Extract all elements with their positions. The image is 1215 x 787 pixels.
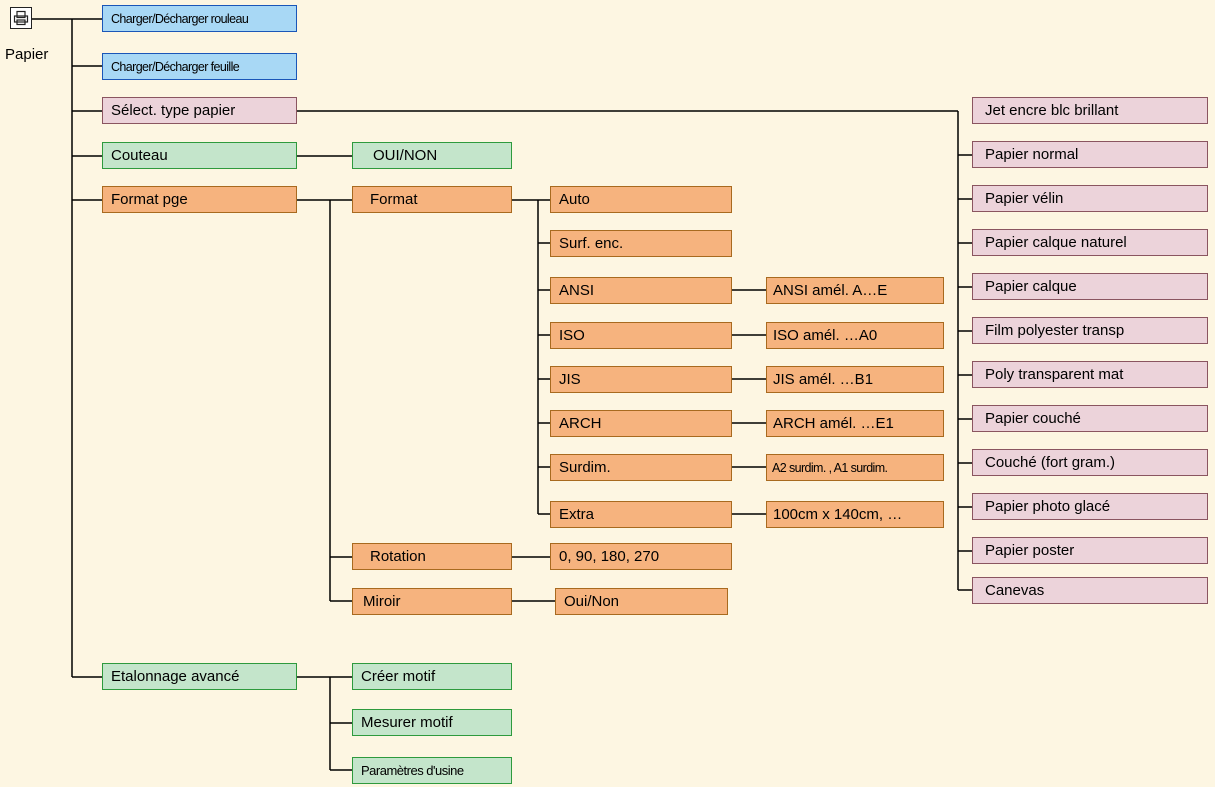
paper-type-item[interactable]: Papier vélin bbox=[972, 185, 1208, 212]
menu-select-type-papier[interactable]: Sélect. type papier bbox=[102, 97, 297, 124]
paper-type-item[interactable]: Couché (fort gram.) bbox=[972, 449, 1208, 476]
format-detail-ansi[interactable]: ANSI amél. A…E bbox=[766, 277, 944, 304]
format-detail-extra[interactable]: 100cm x 140cm, … bbox=[766, 501, 944, 528]
paper-icon bbox=[10, 7, 32, 29]
menu-couteau-oui-non[interactable]: OUI/NON bbox=[352, 142, 512, 169]
format-item-ansi[interactable]: ANSI bbox=[550, 277, 732, 304]
paper-type-item[interactable]: Papier normal bbox=[972, 141, 1208, 168]
menu-format-pge[interactable]: Format pge bbox=[102, 186, 297, 213]
format-item-jis[interactable]: JIS bbox=[550, 366, 732, 393]
format-item-surf-enc[interactable]: Surf. enc. bbox=[550, 230, 732, 257]
menu-etalonnage-avance[interactable]: Etalonnage avancé bbox=[102, 663, 297, 690]
paper-type-item[interactable]: Papier poster bbox=[972, 537, 1208, 564]
paper-type-item[interactable]: Papier photo glacé bbox=[972, 493, 1208, 520]
menu-couteau[interactable]: Couteau bbox=[102, 142, 297, 169]
format-item-auto[interactable]: Auto bbox=[550, 186, 732, 213]
menu-format[interactable]: Format bbox=[352, 186, 512, 213]
menu-charger-feuille[interactable]: Charger/Décharger feuille bbox=[102, 53, 297, 80]
format-detail-arch[interactable]: ARCH amél. …E1 bbox=[766, 410, 944, 437]
menu-parametres-usine[interactable]: Paramètres d'usine bbox=[352, 757, 512, 784]
format-detail-jis[interactable]: JIS amél. …B1 bbox=[766, 366, 944, 393]
menu-miroir[interactable]: Miroir bbox=[352, 588, 512, 615]
menu-charger-rouleau[interactable]: Charger/Décharger rouleau bbox=[102, 5, 297, 32]
format-detail-iso[interactable]: ISO amél. …A0 bbox=[766, 322, 944, 349]
menu-mesurer-motif[interactable]: Mesurer motif bbox=[352, 709, 512, 736]
paper-type-item[interactable]: Papier calque bbox=[972, 273, 1208, 300]
paper-type-item[interactable]: Canevas bbox=[972, 577, 1208, 604]
root-label: Papier bbox=[5, 46, 49, 63]
format-detail-surdim[interactable]: A2 surdim. , A1 surdim. bbox=[766, 454, 944, 481]
menu-creer-motif[interactable]: Créer motif bbox=[352, 663, 512, 690]
menu-rotation[interactable]: Rotation bbox=[352, 543, 512, 570]
menu-miroir-values[interactable]: Oui/Non bbox=[555, 588, 728, 615]
paper-type-item[interactable]: Jet encre blc brillant bbox=[972, 97, 1208, 124]
format-item-surdim[interactable]: Surdim. bbox=[550, 454, 732, 481]
paper-type-item[interactable]: Film polyester transp bbox=[972, 317, 1208, 344]
paper-type-item[interactable]: Papier couché bbox=[972, 405, 1208, 432]
format-item-extra[interactable]: Extra bbox=[550, 501, 732, 528]
format-item-iso[interactable]: ISO bbox=[550, 322, 732, 349]
format-item-arch[interactable]: ARCH bbox=[550, 410, 732, 437]
paper-type-item[interactable]: Poly transparent mat bbox=[972, 361, 1208, 388]
menu-rotation-values[interactable]: 0, 90, 180, 270 bbox=[550, 543, 732, 570]
paper-type-item[interactable]: Papier calque naturel bbox=[972, 229, 1208, 256]
